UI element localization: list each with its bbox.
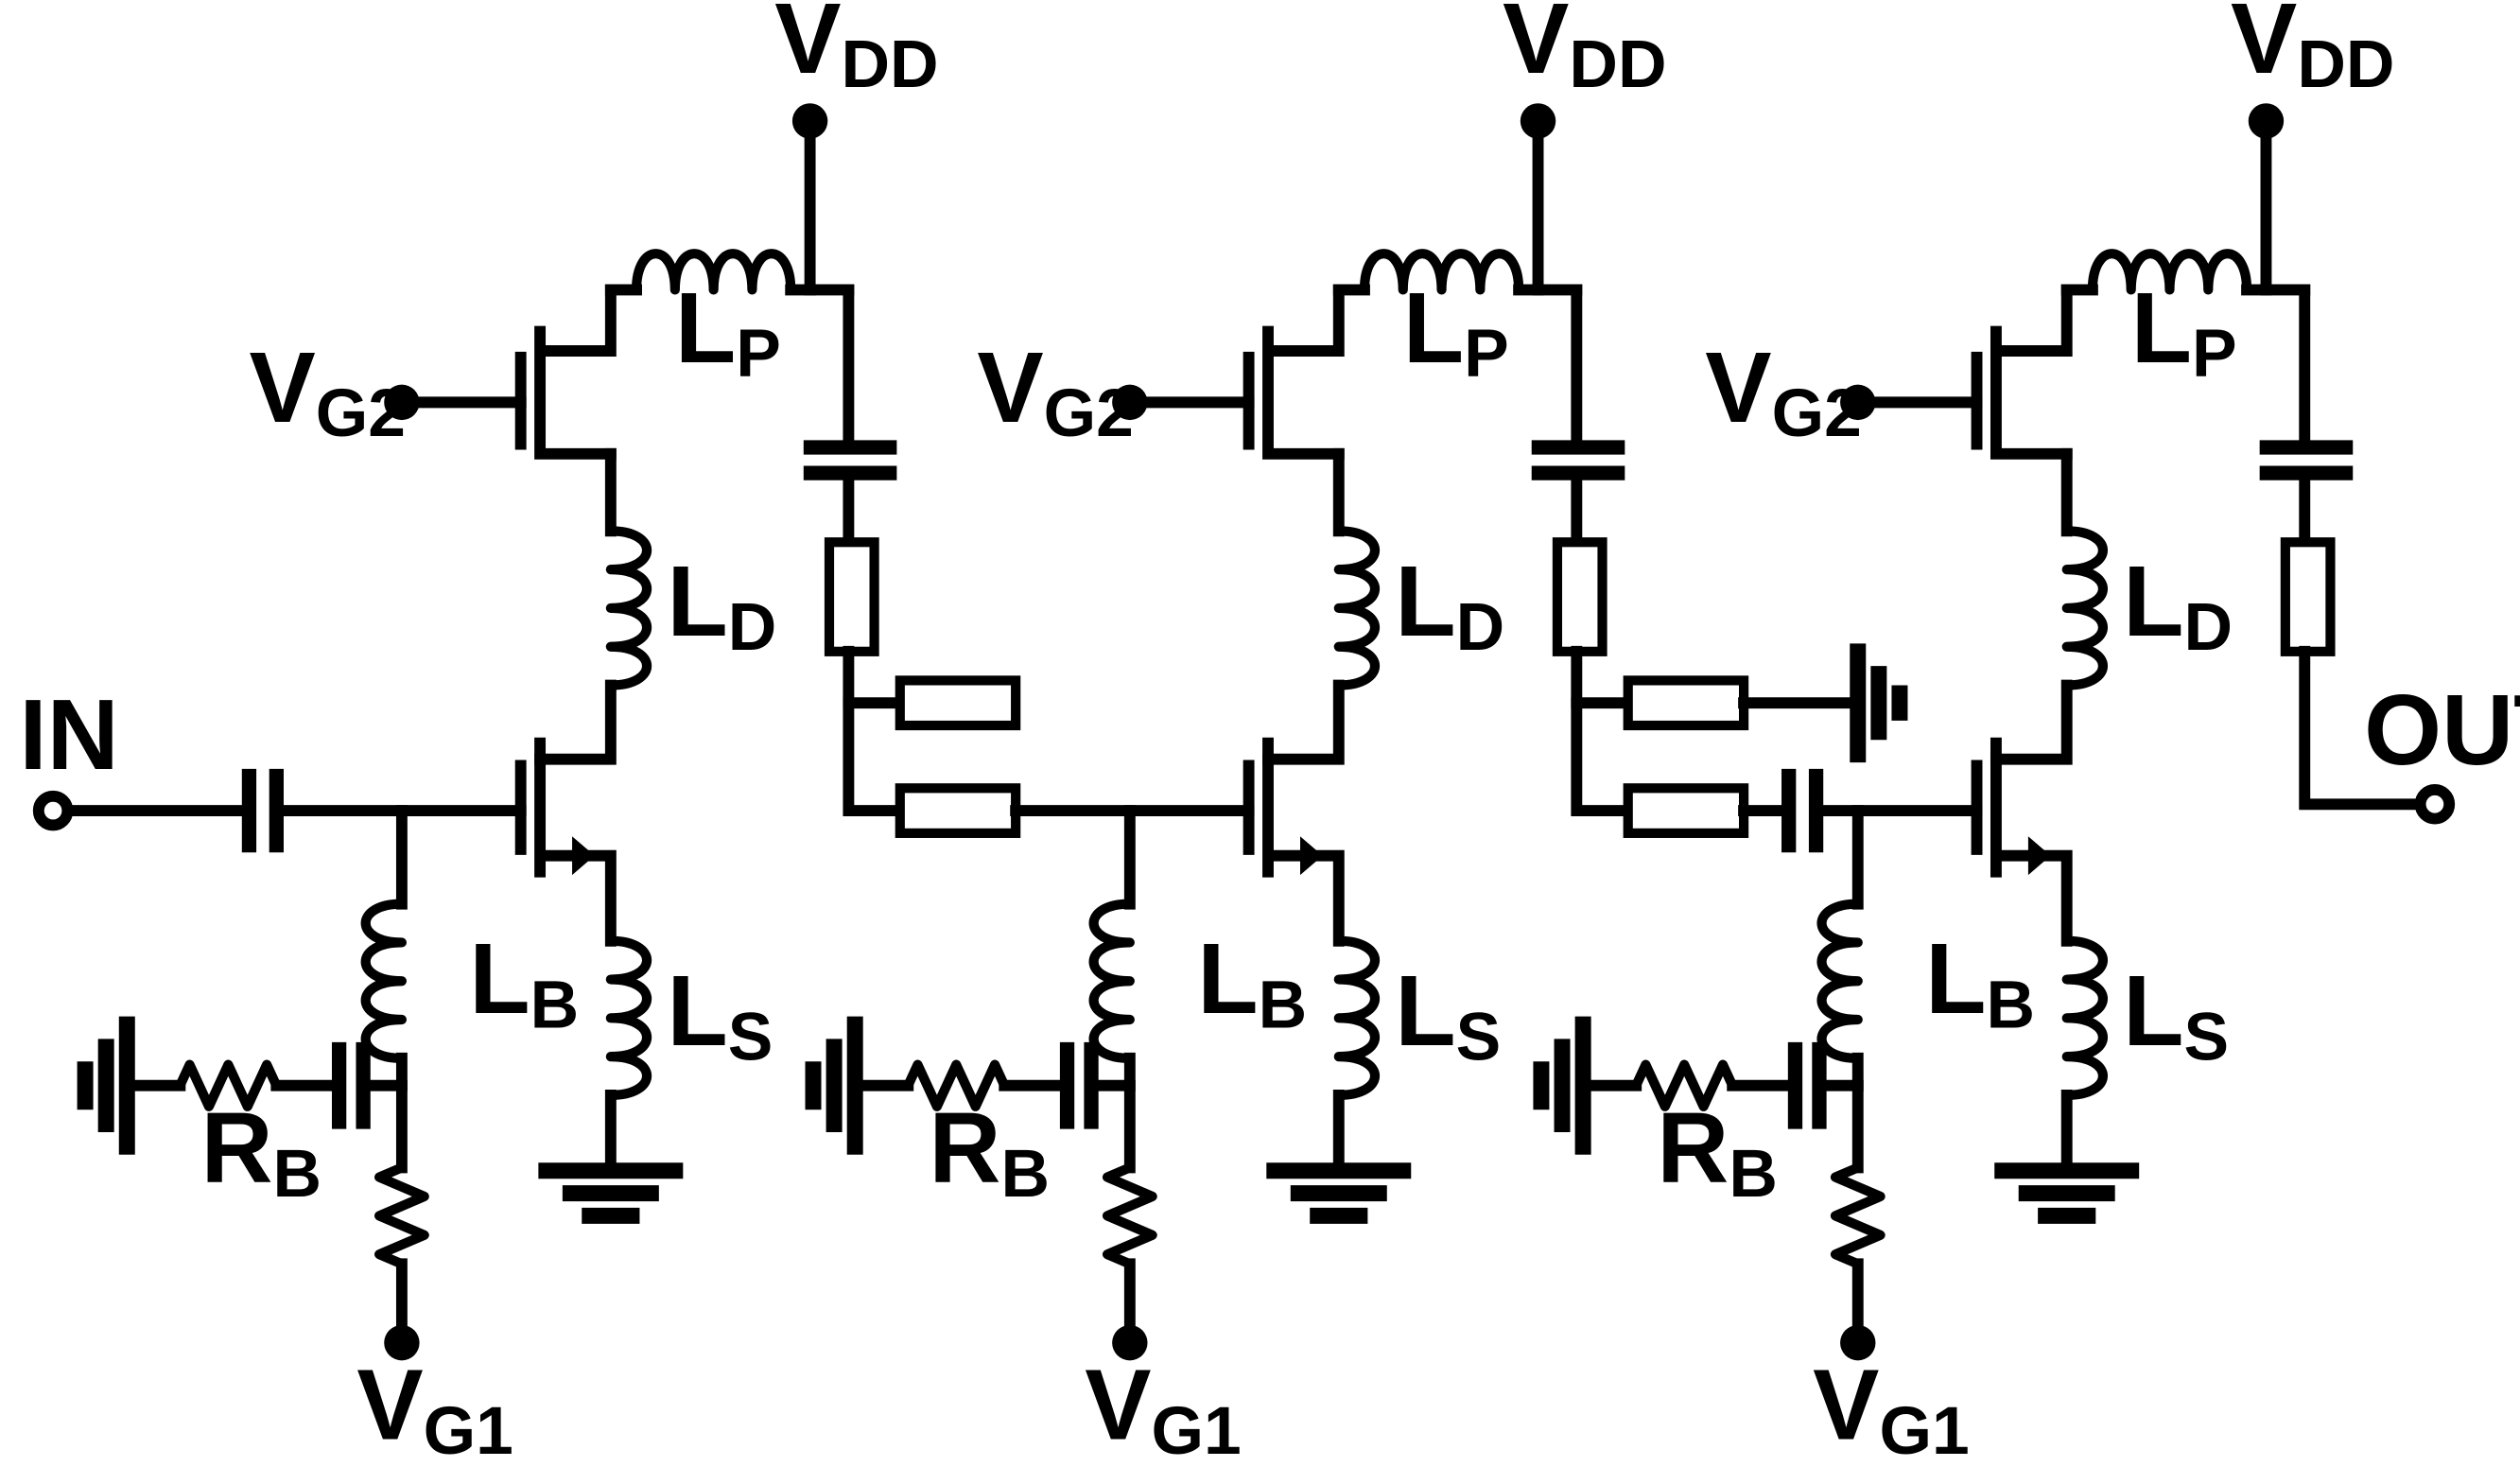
common-source-transistor bbox=[1243, 737, 1345, 947]
vg2-label: VG2 bbox=[249, 333, 406, 451]
ld-label: LD bbox=[1395, 547, 1504, 665]
stage-1: VDD LP VG2 LD LS IN LB bbox=[19, 0, 1021, 1467]
vg1-terminal bbox=[1840, 1324, 1876, 1361]
ls-label: LS bbox=[2123, 956, 2229, 1074]
common-source-transistor bbox=[1971, 737, 2073, 947]
rb-label: RB bbox=[1657, 1093, 1778, 1212]
lp-label: LP bbox=[675, 273, 781, 392]
stub-ground-icon bbox=[1850, 643, 1908, 763]
rb-resistor bbox=[1631, 1059, 1738, 1111]
output-series-tline bbox=[2280, 537, 2336, 656]
rb-resistor bbox=[903, 1059, 1010, 1111]
ls-label: LS bbox=[667, 956, 773, 1074]
ls-inductor bbox=[2061, 935, 2108, 1101]
vdd-terminal bbox=[791, 103, 828, 139]
ground-icon bbox=[1266, 1162, 1412, 1224]
ground-icon bbox=[538, 1162, 684, 1224]
vg1-resistor bbox=[1102, 1162, 1157, 1269]
rb-resistor bbox=[175, 1059, 282, 1111]
vg1-label: VG1 bbox=[1085, 1351, 1242, 1467]
vdd-terminal bbox=[1520, 103, 1556, 139]
cascode-transistor bbox=[514, 284, 617, 460]
lp-label: LP bbox=[1403, 273, 1509, 392]
rb-ground-icon bbox=[77, 1016, 135, 1155]
ld-wire-bottom bbox=[1990, 679, 2073, 765]
vg1-resistor bbox=[374, 1162, 429, 1269]
vdd-label: VDD bbox=[774, 0, 938, 102]
lp-label: LP bbox=[2131, 273, 2237, 392]
cascode-transistor bbox=[1971, 284, 2073, 460]
ld-inductor bbox=[2061, 526, 2108, 690]
vg2-label: VG2 bbox=[1705, 333, 1862, 451]
series-tline bbox=[895, 783, 1021, 838]
stage-3: VDD LP VG2 LD LS LB VG1 bbox=[1533, 0, 2520, 1467]
lb-label: LB bbox=[1197, 924, 1307, 1042]
vdd-label: VDD bbox=[1503, 0, 1666, 102]
ls-inductor bbox=[1333, 935, 1381, 1101]
rb-label: RB bbox=[200, 1093, 322, 1212]
stage-2: VDD LP VG2 LD LS LB VG1 bbox=[805, 0, 1908, 1467]
ld-inductor bbox=[605, 526, 652, 690]
vg1-label: VG1 bbox=[1813, 1351, 1970, 1467]
lb-inductor bbox=[1816, 899, 1863, 1063]
out-terminal bbox=[2414, 784, 2456, 825]
series-tline-stub bbox=[824, 537, 879, 656]
ld-label: LD bbox=[2123, 547, 2233, 665]
vg1-terminal bbox=[1112, 1324, 1148, 1361]
rb-ground-icon bbox=[805, 1016, 863, 1155]
lb-inductor bbox=[360, 899, 408, 1063]
vg1-terminal bbox=[384, 1324, 420, 1361]
out-label: OUT bbox=[2364, 675, 2520, 786]
ls-label: LS bbox=[1395, 956, 1501, 1074]
source-arrow-icon bbox=[2027, 836, 2051, 876]
ld-wire-bottom bbox=[1262, 679, 1345, 765]
source-arrow-icon bbox=[1299, 836, 1323, 876]
series-tline-stub bbox=[1552, 537, 1608, 656]
ld-wire-bottom bbox=[534, 679, 617, 765]
lb-inductor bbox=[1088, 899, 1135, 1063]
lb-label: LB bbox=[1925, 924, 2035, 1042]
ld-label: LD bbox=[667, 547, 776, 665]
coupling-wire-bottom bbox=[843, 645, 906, 817]
series-tline bbox=[1623, 783, 1749, 838]
lb-label: LB bbox=[469, 924, 579, 1042]
lp-inductor bbox=[1359, 249, 1524, 295]
vg1-label: VG1 bbox=[356, 1351, 513, 1467]
rb-ground-icon bbox=[1533, 1016, 1591, 1155]
ls-inductor bbox=[605, 935, 652, 1101]
open-tline-stub bbox=[895, 675, 1021, 731]
output-wire-bottom bbox=[2299, 645, 2426, 811]
ld-inductor bbox=[1333, 526, 1381, 690]
vg2-terminal bbox=[1840, 384, 1876, 421]
source-arrow-icon bbox=[572, 836, 595, 876]
lp-inductor bbox=[631, 249, 796, 295]
vdd-terminal bbox=[2248, 103, 2285, 139]
common-source-transistor bbox=[514, 737, 617, 947]
lp-inductor bbox=[2087, 249, 2252, 295]
shorted-tline-stub bbox=[1623, 675, 1749, 731]
cascode-transistor bbox=[1243, 284, 1345, 460]
in-label: IN bbox=[19, 680, 118, 791]
rb-label: RB bbox=[929, 1093, 1050, 1212]
vg2-terminal bbox=[384, 384, 420, 421]
vdd-label: VDD bbox=[2231, 0, 2394, 102]
coupling-wire-bottom bbox=[1571, 645, 1634, 817]
ground-icon bbox=[1994, 1162, 2140, 1224]
vg2-label: VG2 bbox=[977, 333, 1134, 451]
vg2-terminal bbox=[1112, 384, 1148, 421]
vg1-resistor bbox=[1830, 1162, 1886, 1269]
